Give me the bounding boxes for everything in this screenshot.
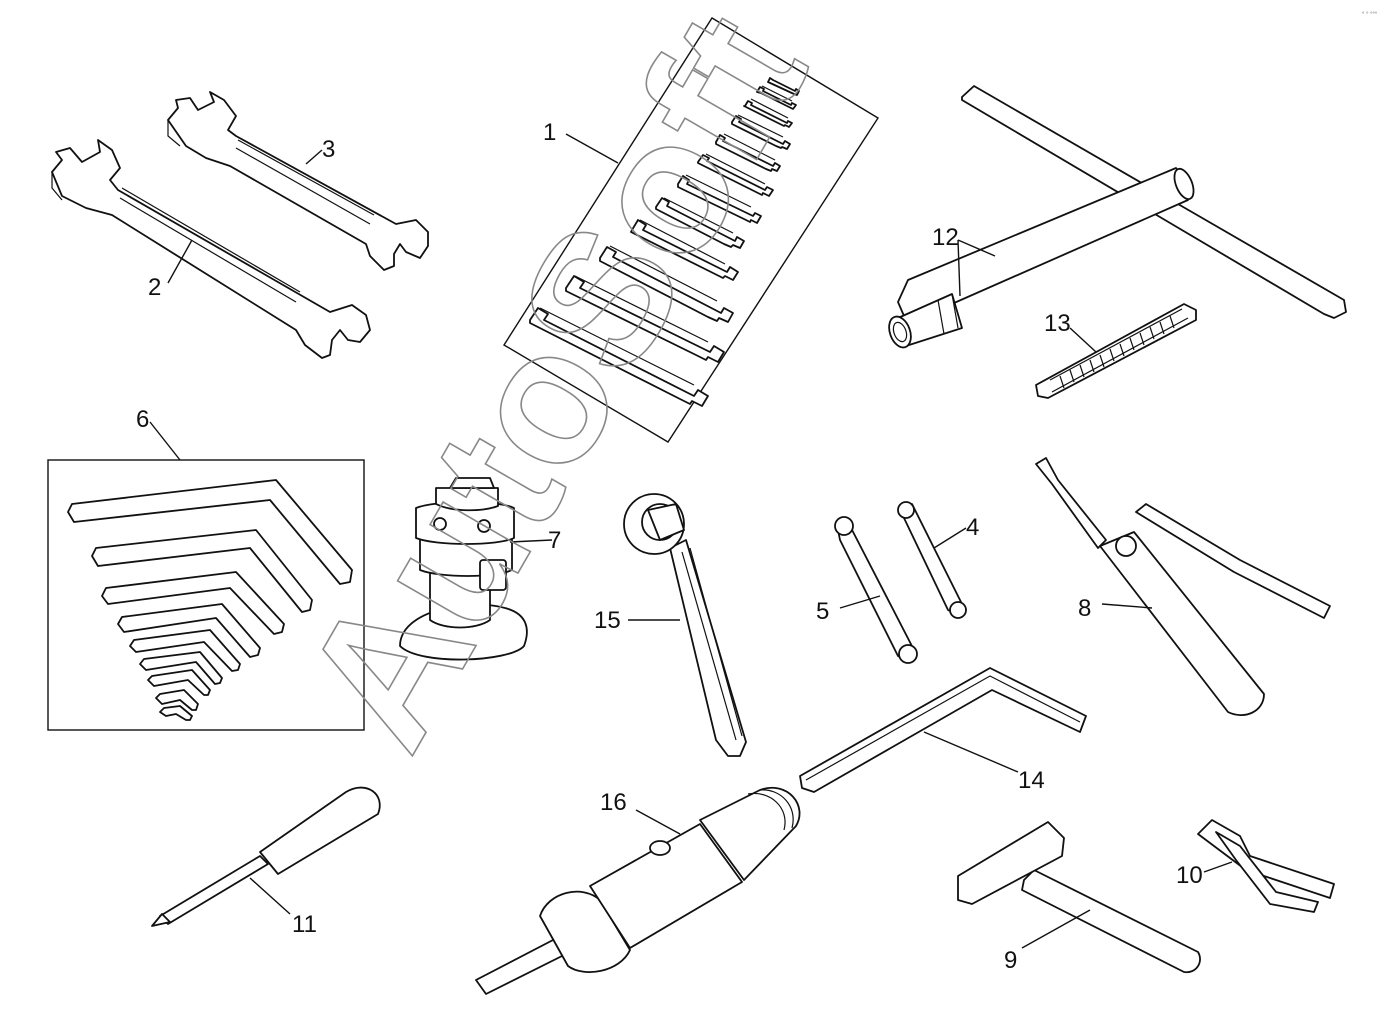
leader-12b	[957, 239, 961, 297]
callout-1: 1	[543, 119, 556, 146]
callout-15: 15	[594, 607, 621, 634]
part-8-grease-gun	[1035, 457, 1331, 716]
leader-16	[635, 809, 681, 835]
callout-8: 8	[1078, 595, 1091, 622]
callout-12: 12	[932, 224, 959, 251]
callout-6: 6	[136, 406, 149, 433]
part-14-hex-key	[799, 667, 1087, 793]
part-9-hammer	[957, 821, 1201, 974]
leader-10	[1203, 861, 1233, 873]
part-7-holder	[399, 477, 553, 661]
watermark: AutoSoft	[262, 0, 847, 780]
part-4-ring-wrench	[897, 501, 967, 619]
leader-9	[1021, 909, 1091, 949]
wrench-set-frame	[503, 17, 879, 443]
callout-2: 2	[148, 274, 161, 301]
part-5-ring-wrench	[834, 516, 918, 664]
leader-5	[839, 595, 881, 609]
callout-5: 5	[816, 598, 829, 625]
part-2-wrench	[51, 139, 371, 359]
callout-11: 11	[292, 911, 317, 938]
callout-3: 3	[322, 136, 335, 163]
leader-1	[565, 133, 619, 164]
part-11-screwdriver	[151, 786, 381, 927]
leader-14	[923, 731, 1019, 773]
callout-numbers: 1 2 3 4 5 6 7 8 9 10 11 12 13 14 15 16	[136, 119, 1203, 974]
callout-7: 7	[548, 527, 561, 554]
callout-16: 16	[600, 789, 627, 816]
leader-13	[1069, 327, 1097, 353]
leader-7	[509, 539, 553, 543]
part-1-wrench-set	[503, 17, 879, 443]
leader-4	[933, 527, 967, 549]
callout-9: 9	[1004, 947, 1017, 974]
part-15-ratchet	[623, 493, 747, 757]
leader-11	[249, 877, 291, 915]
leader-3	[305, 149, 323, 165]
leader-2	[167, 239, 193, 284]
callout-13: 13	[1044, 310, 1071, 337]
part-6-hex-key-set	[47, 421, 365, 731]
hex-key-frame	[47, 459, 365, 731]
callout-4: 4	[966, 514, 979, 541]
callout-14: 14	[1018, 767, 1045, 794]
leader-8	[1101, 603, 1153, 609]
part-12-t-handle-socket	[888, 85, 1347, 349]
leader-12a	[957, 239, 996, 257]
callout-10: 10	[1176, 862, 1203, 889]
part-13-extension-bar	[1035, 303, 1197, 399]
part-3-wrench	[167, 91, 429, 271]
part-10-pliers	[1197, 819, 1335, 913]
leader-6	[149, 421, 181, 461]
part-16-puller	[475, 787, 801, 995]
corner-mark: ° ° °°°	[1362, 12, 1378, 18]
